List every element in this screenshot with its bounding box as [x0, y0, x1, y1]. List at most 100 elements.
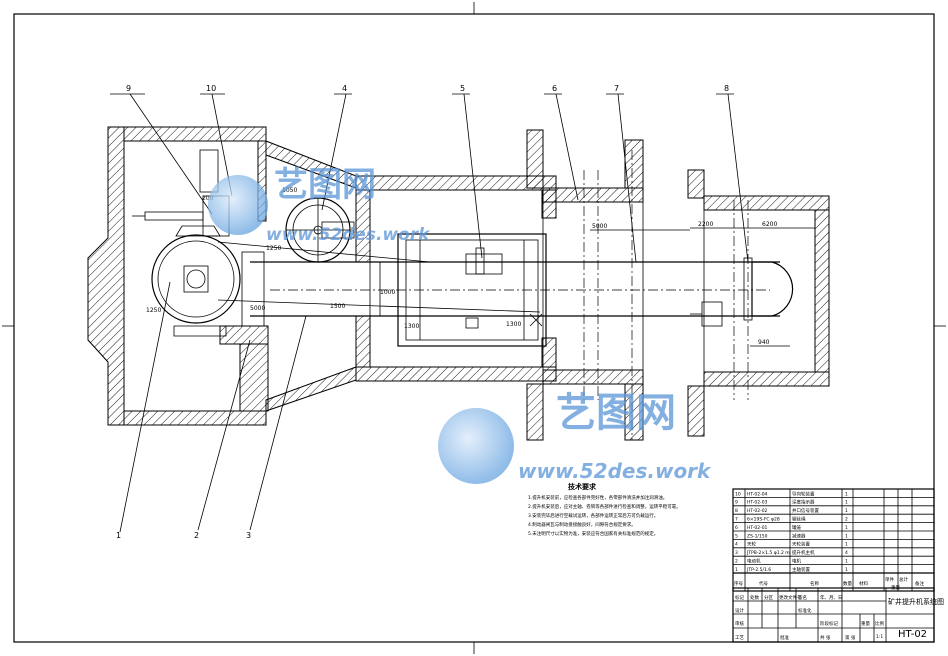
tb-process: 工艺: [735, 635, 744, 641]
tb-standardize: 标准化: [798, 607, 812, 614]
bom-header-5: 备注: [915, 580, 924, 587]
watermark-url-2: www.52des.work: [518, 459, 712, 483]
notes-title: 技术要求: [568, 482, 597, 491]
bom-cell-no: 3: [735, 550, 738, 556]
technical-notes: 技术要求 1.提升机安装前，应检查各部件完好性，各零部件清洗并加注润滑油。 2.…: [528, 482, 681, 537]
bom-cell-name: 天轮装置: [792, 541, 810, 548]
bom-cell-name: 导向轮装置: [792, 490, 815, 497]
bom-header-2: 名称: [810, 580, 819, 587]
bom-cell-code: 电动机: [747, 558, 761, 565]
part-label-1: 1: [116, 531, 121, 540]
bom-cell-code: ZS-1/150: [747, 533, 768, 539]
bom-cell-code: 天轮: [747, 541, 756, 548]
dim-3: 1500: [330, 303, 345, 310]
bom-cell-no: 2: [735, 559, 738, 565]
bom-cell-qty: 1: [845, 542, 848, 548]
watermark-globe-icon-2: [438, 408, 514, 484]
part-label-9: 9: [126, 84, 131, 93]
dim-1: 1050: [282, 187, 297, 194]
note-line-3: 3.安装完毕后进行空载试运转，各部件运转正常后方可负载运行。: [528, 512, 658, 519]
bom-cell-qty: 1: [845, 525, 848, 531]
part-label-3: 3: [246, 531, 251, 540]
watermark-1: 艺图网 www.52des.work: [208, 165, 431, 245]
bom-header-3: 数量: [843, 580, 852, 587]
bom-cell-code: JTPB-2×1.5 φ1.2 m: [746, 550, 790, 556]
bom-cell-qty: 1: [845, 508, 848, 514]
shaft-walls: [526, 129, 830, 441]
bom-cell-name: 钢丝绳: [792, 516, 806, 523]
dim-6: 1300: [404, 323, 419, 330]
tb-design: 设计: [735, 607, 744, 614]
bom-cell-qty: 1: [845, 491, 848, 497]
bom-weight-header-0: 单件: [885, 576, 894, 583]
bom-cell-qty: 1: [845, 559, 848, 565]
bom-weight-header-1: 总计: [899, 576, 908, 583]
tb-count: 处数: [750, 594, 759, 601]
hoist-house: [87, 126, 357, 426]
bom-cell-qty: 1: [845, 500, 848, 506]
bom-cell-no: 9: [735, 500, 738, 506]
tb-scale: 1:1: [876, 634, 883, 640]
bom-cell-no: 4: [735, 542, 738, 548]
dim-9: 2200: [698, 221, 713, 228]
bom-cell-code: HT-02-02: [747, 508, 768, 514]
bom-cell-no: 5: [735, 533, 738, 539]
part-label-2: 2: [194, 531, 199, 540]
watermark-brand-2: 艺图网: [556, 390, 676, 436]
tb-review: 审核: [735, 620, 744, 627]
drawing-number: HT-02: [898, 629, 927, 640]
bom-cell-qty: 2: [845, 517, 848, 523]
bom-cell-qty: 1: [845, 533, 848, 539]
hoist-drum: [151, 225, 241, 337]
tb-mark: 标记: [735, 594, 744, 601]
tb-weight: 重量: [861, 620, 870, 627]
part-label-4: 4: [342, 84, 347, 93]
bom-cell-no: 10: [735, 491, 741, 497]
bom-cell-no: 6: [735, 525, 738, 531]
dim-2: 1250: [266, 245, 281, 252]
dim-12: 1250: [146, 307, 161, 314]
tb-approve: 批准: [780, 634, 789, 641]
bom-cell-code: JTP-2.5/1.6: [746, 567, 771, 573]
watermark-url: www.52des.work: [266, 225, 431, 245]
dim-5: 1000: [380, 289, 395, 296]
tb-zone: 分区: [764, 594, 773, 601]
dim-4: 5000: [250, 305, 265, 312]
bom-cell-no: 7: [735, 517, 738, 523]
cage: [690, 257, 794, 327]
watermark-2: 艺图网 www.52des.work: [438, 390, 712, 484]
bom-cell-code: HT-02-01: [747, 525, 768, 531]
bom-cell-code: 6×19S-FC φ28: [747, 517, 780, 523]
bom-cell-qty: 1: [845, 567, 848, 573]
note-line-5: 5.未注明尺寸以实物为准，安装应符合国家有关标准规范的规定。: [528, 530, 658, 537]
note-line-1: 1.提升机安装前，应检查各部件完好性，各零部件清洗并加注润滑油。: [528, 494, 667, 501]
part-label-10: 10: [206, 84, 216, 93]
dim-8: 5000: [592, 223, 607, 230]
part-label-8: 8: [724, 84, 729, 93]
bom-cell-no: 8: [735, 508, 738, 514]
dim-7: 1300: [506, 321, 521, 328]
note-line-2: 2.提升机安装后，应对主轴、卷筒等各部件进行检查和调整，运转平稳可靠。: [528, 503, 681, 510]
bom-cell-name: 电机: [792, 558, 801, 565]
bom-cell-name: 罐笼: [792, 524, 801, 531]
tb-date: 年、月、日: [820, 594, 843, 601]
reducer-frame: [369, 233, 547, 347]
dimensions: 1050 1250 1500 5000 1000 1300 1300 5000 …: [146, 187, 815, 347]
part-label-6: 6: [552, 84, 557, 93]
bom-cell-name: 主轴装置: [792, 566, 810, 573]
dim-13: 200: [202, 195, 214, 202]
bom-cell-name: 井口信号装置: [792, 507, 819, 514]
bom-cell-name: 减速器: [792, 532, 806, 539]
watermark-brand: 艺图网: [274, 165, 376, 205]
part-label-7: 7: [614, 84, 619, 93]
part-label-5: 5: [460, 84, 465, 93]
rope-lines: [217, 150, 780, 440]
bom-header-0: 序号: [734, 580, 743, 587]
watermark-globe-icon: [208, 175, 268, 235]
tb-sign: 签名: [798, 594, 807, 601]
tb-ratio: 比例: [875, 620, 884, 627]
machine-room: [355, 175, 557, 382]
